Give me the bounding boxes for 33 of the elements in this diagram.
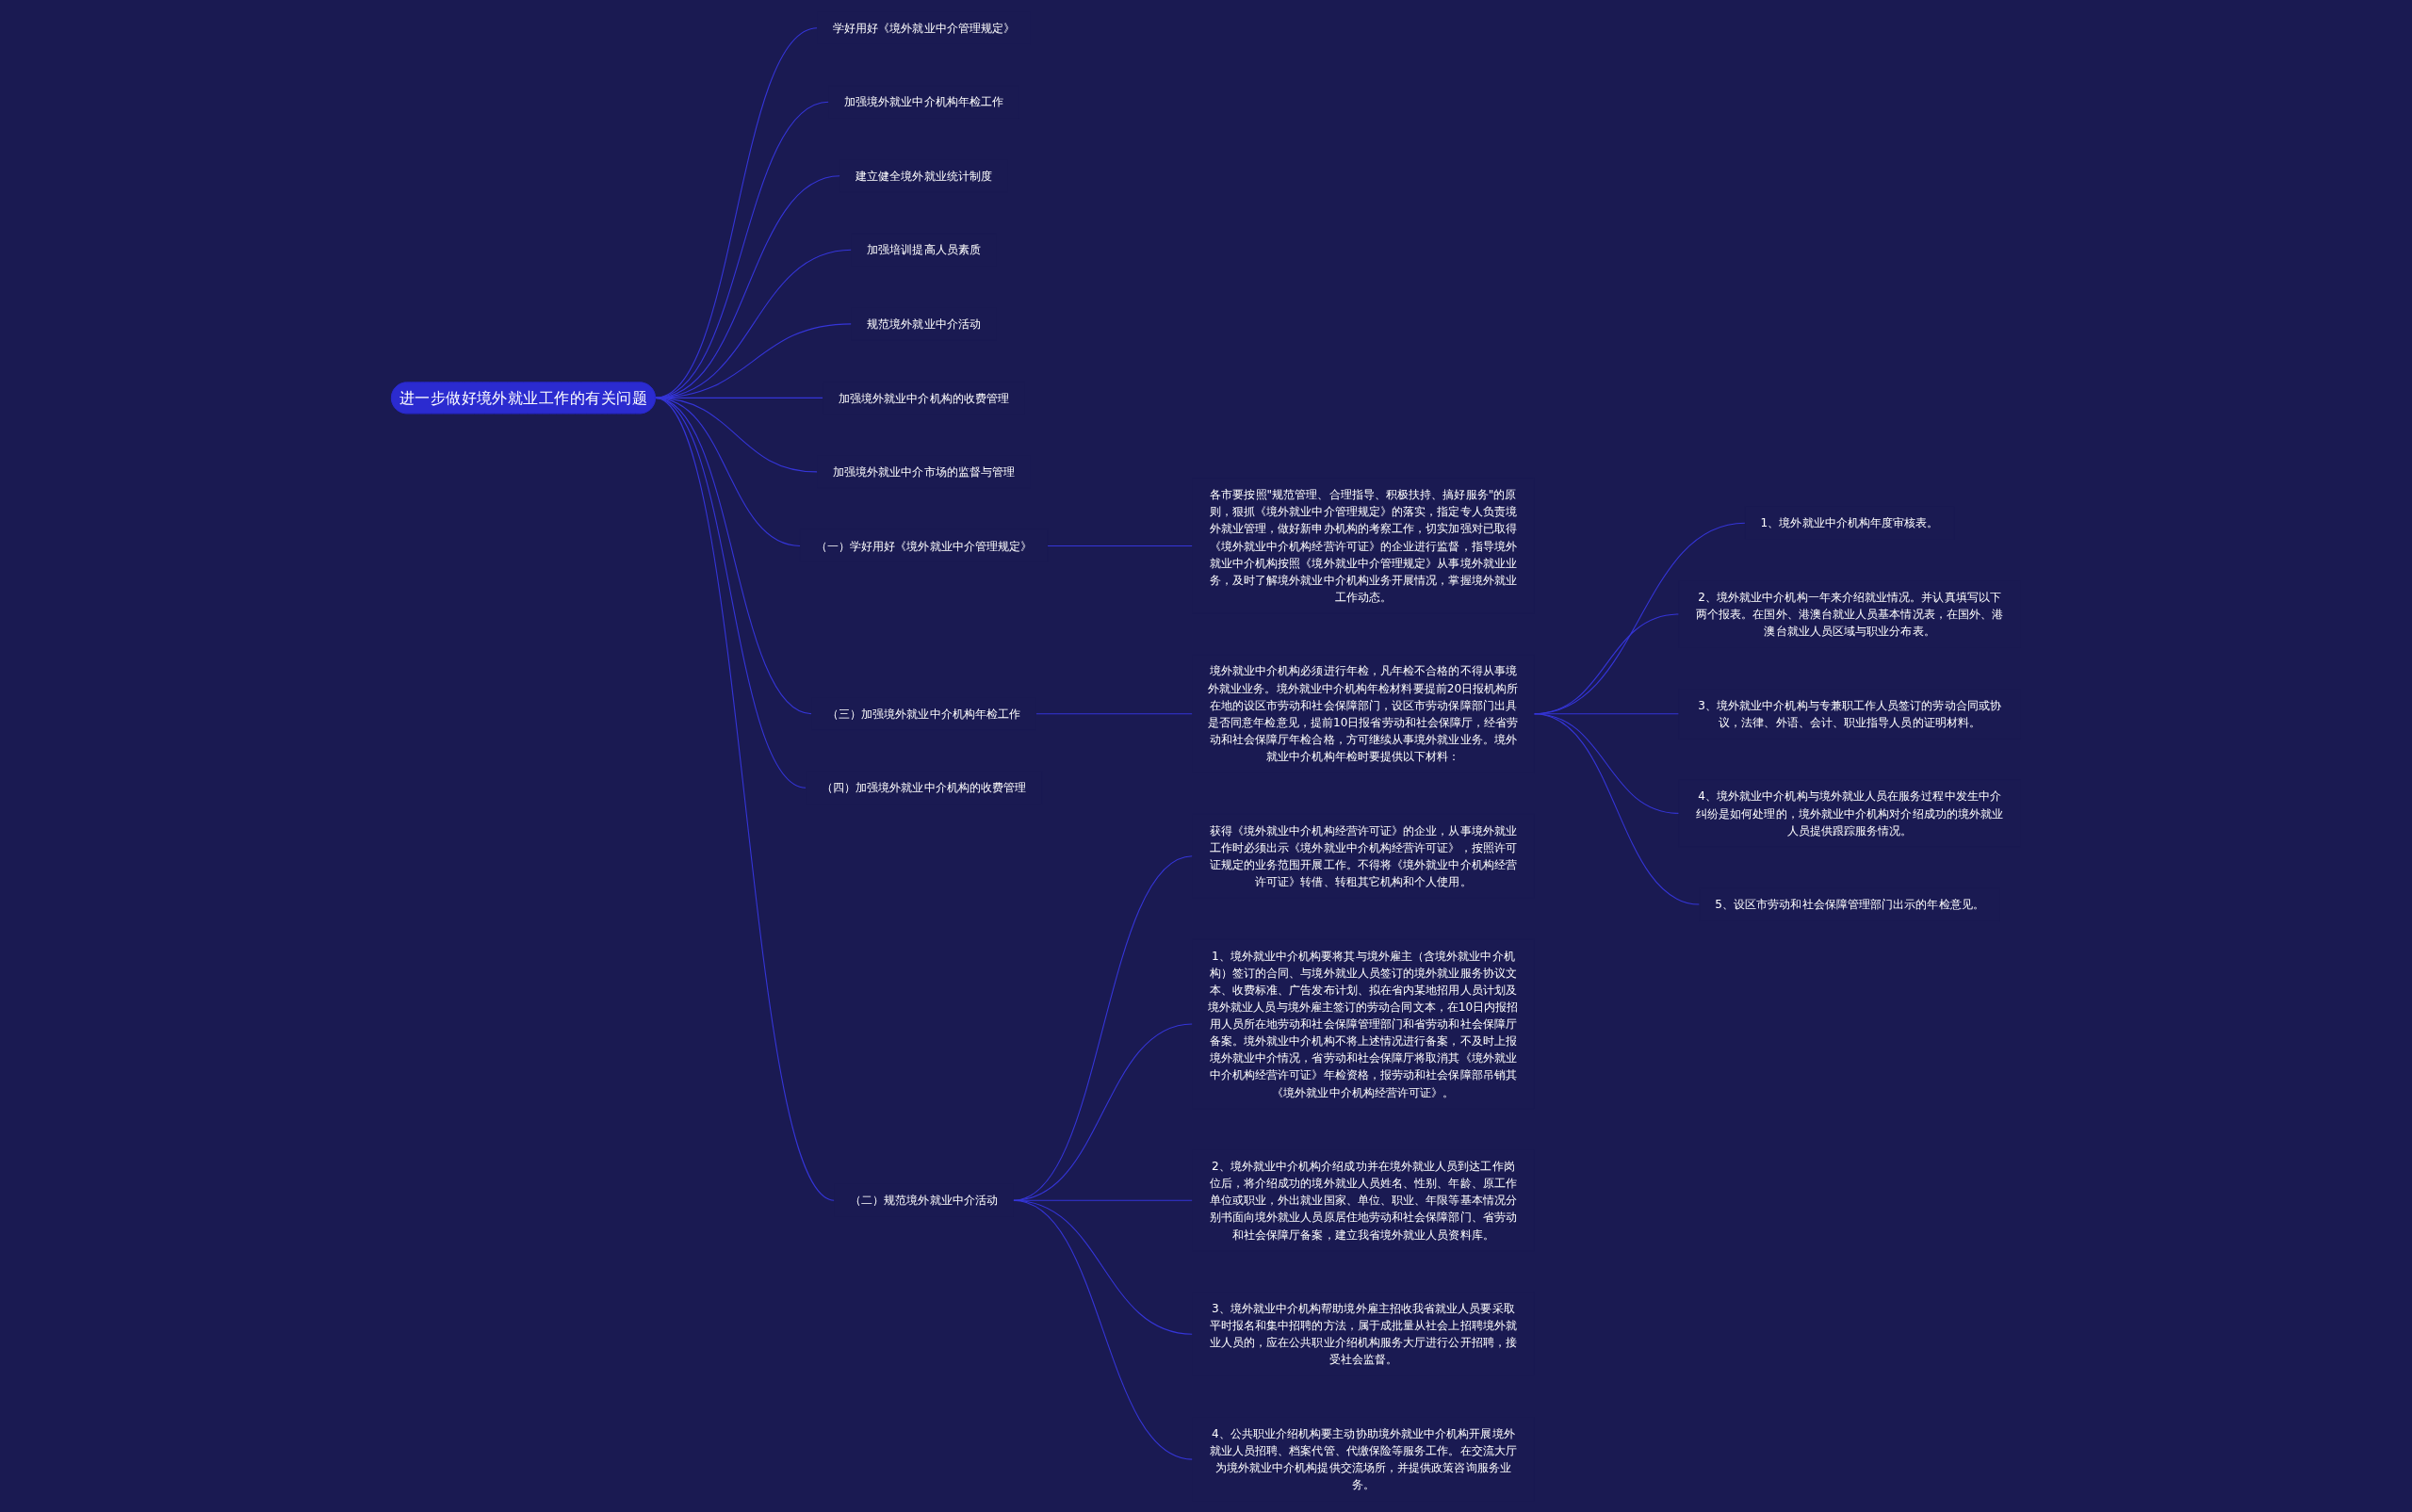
connector — [655, 101, 830, 398]
node-text: 境外就业中介机构必须进行年检，凡年检不合格的不得从事境外就业业务。境外就业中介机构年检材料要提前20日报机构所在地的设区市劳动和社会保障部门，设区市劳动保障部门出具是否同意年检意见，提前10日报省劳动和社会保障厅，经省劳动和社会保障厅年检合格，方可继续从事境外就业业务。境外就业中介机构年检时要提供以下材料： — [1208, 664, 1519, 763]
connector — [1013, 1022, 1194, 1201]
mind-map-drawing: 进一步做好境外就业工作的有关问题 学好用好《境外就业中介管理规定》 加强境外就业中介机构年检工作 建立健全境外就业统计制度 加强培训提高人员素质 规范境外就业中介活动 加强境外就业中介机构的收费管理 加强境外就业中介市场的监督与管理 （一）学好用好《境外就业中介管理规定》 各市要按照"规范管理、合理指导、积极扶持、搞好服务"的原则，狠抓《境外就业中介管理规定》的落实，指定专人负责境外就业管理，做好新申办机构的考察工作，切实加强对已取得《境外就业中介机构经营许可证》的企业进行监督，指导境外就业中介机构按照《境外就业中介管理规定》从事境外就业业务，及时了解境外就业中介机构业务开展情况，掌握境外就业工作动态。 （三）加强境外就业中介机构年检工作 境外就业中介机构必须进行年检，凡年检不合格的不得从事境外就业业务。境外就业中介机构年检材料要提前20日报机构所在地的设区市劳动和社会保障部门，设区市劳动保障部门出具是否同意年检意见，提前10日报省劳动和社会保障厅，经省劳动和社会保障厅年检合格，方可继续从事境外就业业务。境外就业中介机构年检时要提供以下材料： 1、境外就业中介机构年度审核表。 2、境外就业中介机构一年来介绍就业情况。并认真填写以下两个报表。在国外、港澳台就业人员基本情况表，在国外、港澳台就业人员区域与职业分布表。 3、境外就业中介机构与专兼职工作人员签订的劳动合同或协议，法律、外语、会计、职业指导人员的证明材料。 4、境外就业中介机构与境外就业人员在服务过程中发生中介纠纷是如何处理的，境外就业中介机构对介绍成功的境外就业人员提供跟踪服务情况。 5、设区市劳动和社会保障管理部门出示的年检意见。 （四）加强境外就业中介机构的收费管理 （二）规范境外就业中介活动 获得《境外就业中介机构经营许可证》的企业，从事境外就业工作时必须出示《境外就业中介机构经营许可证》，按照许可证规定的业务范围开展工作。不得将《境外就业中介机构经营许可证》转借、转租其它机构和个人使用。 1、境外就业中介机构要将其与境外雇主（含境外就业中介机构）签订的合同、与境外就业人员签订的境外就业服务协议文本、收费标准、广告发布计划、拟在省内某地招用人员计划及境外就业人员与境外雇主签订的劳动合同文本，在10日内报招用人员所在地劳动和社会保障管理部门和省劳动和社会保障厅备案。境外就业中介机构不将上述情况进行备案，不及时上报境外就业中介情况，省劳动和社会保障厅将取消其《境外就业中介机构经营许可证》年检资格，报劳动和社会保障部吊销其《境外就业中介机构经营许可证》。 2、境外就业中介机构介绍成功并在境外就业人员到达工作岗位后，将介绍成功的境外就业人员姓名、性别、年龄、原工作单位或职业，外出就业国家、单位、职业、年限等基本情况分别书面向境外就业人员原居住地劳动和社会保障部门、省劳动和社会保障厅备案，建立我省境外就业人员资料库。 3、境外就业中介机构帮助境外雇主招收我省就业人员要采取平时报名和集中招聘的方法，属于成批量从社会上招聘境外就业人员的，应在公共职业介绍机构服务大厅进行公开招聘，接受社会监督。 4、公共职业介绍机构要主动协助境外就业中介机构开展境外就业人员招聘、档案代管、代缴保险等服务工作。在交流大厅为境外就业中介机构提供交流场所，并提供政策咨询服务业务。 — [387, 7, 2025, 1505]
connector — [1013, 854, 1194, 1201]
connector — [1035, 712, 1194, 714]
node-text: 获得《境外就业中介机构经营许可证》的企业，从事境外就业工作时必须出示《境外就业中介机构经营许可证》，按照许可证规定的业务范围开展工作。不得将《境外就业中介机构经营许可证》转借、转租其它机构和个人使用。 — [1209, 823, 1518, 888]
connector — [655, 397, 807, 789]
node-text: 规范境外就业中介活动 — [867, 317, 982, 331]
connector — [1013, 1199, 1194, 1460]
node-text: 建立健全境外就业统计制度 — [856, 169, 993, 183]
node-text: 3、境外就业中介机构与专兼职工作人员签订的劳动合同或协议，法律、外语、会计、职业指导人员的证明材料。 — [1698, 698, 2002, 729]
node-text: （一）学好用好《境外就业中介管理规定》 — [815, 539, 1033, 552]
node-text: 1、境外就业中介机构要将其与境外雇主（含境外就业中介机构）签订的合同、与境外就业人员签订的境外就业服务协议文本、收费标准、广告发布计划、拟在省内某地招用人员计划及境外就业人员与境外雇主签订的劳动合同文本，在10日内报招用人员所在地劳动和社会保障管理部门和省劳动和社会保障厅备案。境外就业中介机构不将上述情况进行备案，不及时上报境外就业中介情况，省劳动和社会保障厅将取消其《境外就业中介机构经营许可证》年检资格，报劳动和社会保障部吊销其《境外就业中介机构经营许可证》。 — [1208, 949, 1519, 1098]
node-text: 各市要按照"规范管理、合理指导、积极扶持、搞好服务"的原则，狠抓《境外就业中介管理规定》的落实，指定专人负责境外就业管理，做好新申办机构的考察工作，切实加强对已取得《境外就业中介机构经营许可证》的企业进行监督，指导境外就业中介机构按照《境外就业中介管理规定》从事境外就业业务，及时了解境外就业中介机构业务开展情况，掌握境外就业工作动态。 — [1209, 487, 1518, 604]
node-text: 加强境外就业中介市场的监督与管理 — [833, 464, 1016, 479]
node-text: 2、境外就业中介机构一年来介绍就业情况。并认真填写以下两个报表。在国外、港澳台就业人员基本情况表，在国外、港澳台就业人员区域与职业分布表。 — [1696, 590, 2004, 638]
node-text: 1、境外就业中介机构年度审核表。 — [1760, 515, 1939, 529]
node-text: 学好用好《境外就业中介管理规定》 — [833, 21, 1016, 35]
connector — [1533, 712, 1701, 905]
node-text: 2、境外就业中介机构介绍成功并在境外就业人员到达工作岗位后，将介绍成功的境外就业人员姓名、性别、年龄、原工作单位或职业，外出就业国家、单位、职业、年限等基本情况分别书面向境外就业人员原居住地劳动和社会保障部门、省劳动和社会保障厅备案，建立我省境外就业人员资料库。 — [1209, 1159, 1518, 1241]
node-text: （四）加强境外就业中介机构的收费管理 — [821, 780, 1027, 794]
node-text: 4、公共职业介绍机构要主动协助境外就业中介机构开展境外就业人员招聘、档案代管、代缴保险等服务工作。在交流大厅为境外就业中介机构提供交流场所，并提供政策咨询服务业务。 — [1209, 1426, 1518, 1491]
node-text: 4、境外就业中介机构与境外就业人员在服务过程中发生中介纠纷是如何处理的，境外就业中介机构对介绍成功的境外就业人员提供跟踪服务情况。 — [1696, 789, 2004, 837]
node-text: （二）规范境外就业中介活动 — [850, 1193, 999, 1207]
connector — [655, 397, 836, 1201]
connector — [1047, 545, 1194, 546]
node-text: 加强境外就业中介机构年检工作 — [844, 94, 1004, 108]
node-text: 3、境外就业中介机构帮助境外雇主招收我省就业人员要采取平时报名和集中招聘的方法，属于成批量从社会上招聘境外就业人员的，应在公共职业介绍机构服务大厅进行公开招聘，接受社会监督。 — [1209, 1301, 1518, 1366]
node-text: 5、设区市劳动和社会保障管理部门出示的年检意见。 — [1715, 897, 1985, 911]
node-text: 加强培训提高人员素质 — [867, 242, 982, 256]
node-text: 加强境外就业中介机构的收费管理 — [839, 391, 1010, 404]
node-text: （三）加强境外就业中介机构年检工作 — [826, 707, 1021, 721]
